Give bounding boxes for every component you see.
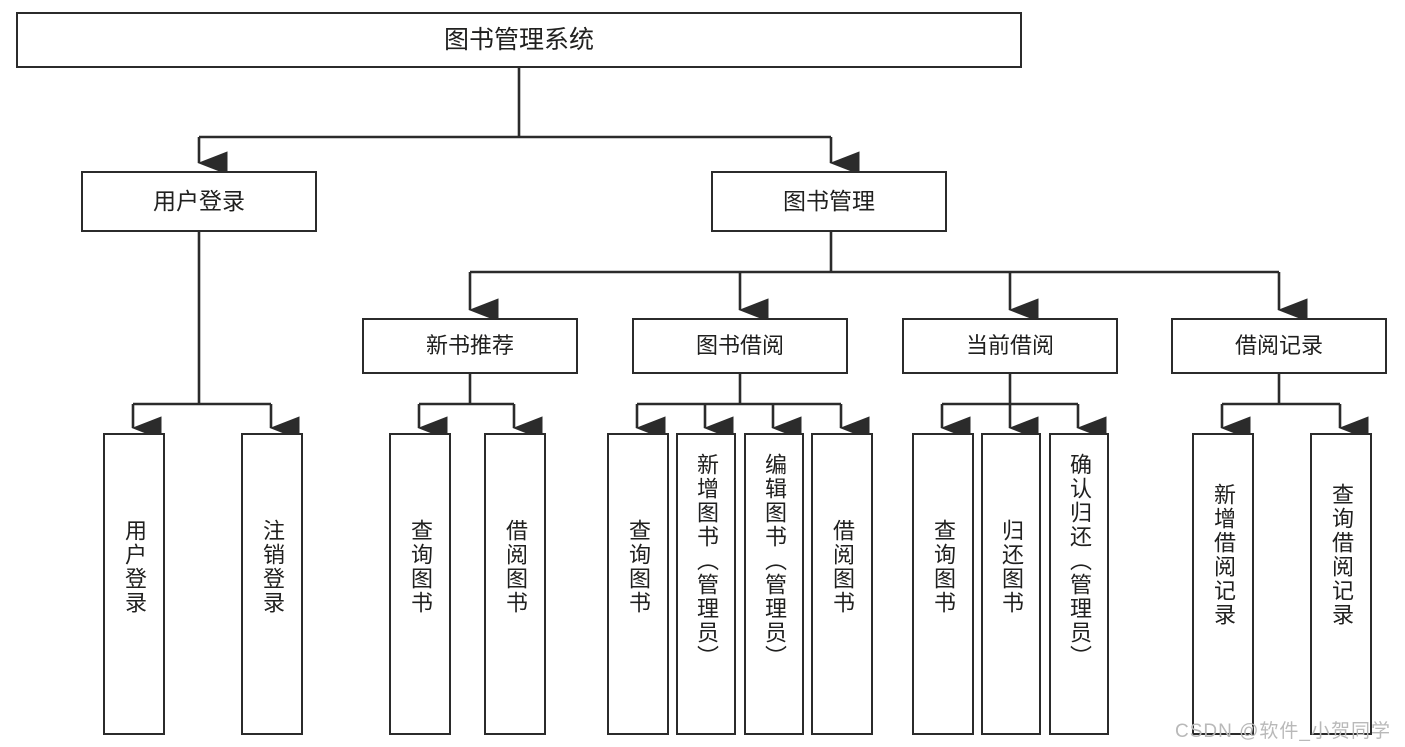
node-root-label: 图书管理系统 <box>443 25 594 54</box>
node-root[interactable]: 图书管理系统 <box>16 12 1022 68</box>
node-book-manage-label: 图书管理 <box>783 188 875 215</box>
leaf-cur-confirm[interactable]: 确认归还（管理员） <box>1049 433 1109 735</box>
leaf-cur-return[interactable]: 归还图书 <box>981 433 1041 735</box>
leaf-borrow-edit[interactable]: 编辑图书（管理员） <box>744 433 804 735</box>
node-new-book-rec-label: 新书推荐 <box>425 333 514 359</box>
leaf-rec-query-label: 查询图书 <box>408 519 433 615</box>
node-user-login-label: 用户登录 <box>153 188 245 215</box>
leaf-rec-query2-label: 查询借阅记录 <box>1329 483 1354 627</box>
leaf-borrow-query[interactable]: 查询图书 <box>607 433 669 735</box>
leaf-cur-confirm-label: 确认归还（管理员） <box>1067 453 1092 669</box>
leaf-borrow-lend-label: 借阅图书 <box>830 519 855 615</box>
node-new-book-rec[interactable]: 新书推荐 <box>362 318 578 374</box>
leaf-cur-query-label: 查询图书 <box>931 519 956 615</box>
leaf-rec-borrow-label: 借阅图书 <box>503 519 528 615</box>
leaf-borrow-lend[interactable]: 借阅图书 <box>811 433 873 735</box>
node-user-login[interactable]: 用户登录 <box>81 171 317 232</box>
leaf-rec-add[interactable]: 新增借阅记录 <box>1192 433 1254 735</box>
leaf-rec-query2[interactable]: 查询借阅记录 <box>1310 433 1372 735</box>
leaf-rec-add-label: 新增借阅记录 <box>1211 483 1236 627</box>
node-current-borrow-label: 当前借阅 <box>965 333 1054 359</box>
node-borrow-record[interactable]: 借阅记录 <box>1171 318 1387 374</box>
node-book-borrow-label: 图书借阅 <box>695 333 784 359</box>
leaf-borrow-add-label: 新增图书（管理员） <box>694 453 719 669</box>
leaf-user-logout-label: 注销登录 <box>260 519 285 615</box>
leaf-cur-query[interactable]: 查询图书 <box>912 433 974 735</box>
leaf-borrow-add[interactable]: 新增图书（管理员） <box>676 433 736 735</box>
node-book-manage[interactable]: 图书管理 <box>711 171 947 232</box>
leaf-borrow-query-label: 查询图书 <box>626 519 651 615</box>
node-borrow-record-label: 借阅记录 <box>1234 333 1323 359</box>
watermark-text: CSDN @软件_小贺同学 <box>1175 721 1391 742</box>
leaf-rec-query[interactable]: 查询图书 <box>389 433 451 735</box>
leaf-user-login-label: 用户登录 <box>122 519 147 615</box>
leaf-user-logout[interactable]: 注销登录 <box>241 433 303 735</box>
leaf-borrow-edit-label: 编辑图书（管理员） <box>762 453 787 669</box>
leaf-user-login[interactable]: 用户登录 <box>103 433 165 735</box>
leaf-rec-borrow[interactable]: 借阅图书 <box>484 433 546 735</box>
leaf-cur-return-label: 归还图书 <box>999 519 1024 615</box>
node-book-borrow[interactable]: 图书借阅 <box>632 318 848 374</box>
node-current-borrow[interactable]: 当前借阅 <box>902 318 1118 374</box>
